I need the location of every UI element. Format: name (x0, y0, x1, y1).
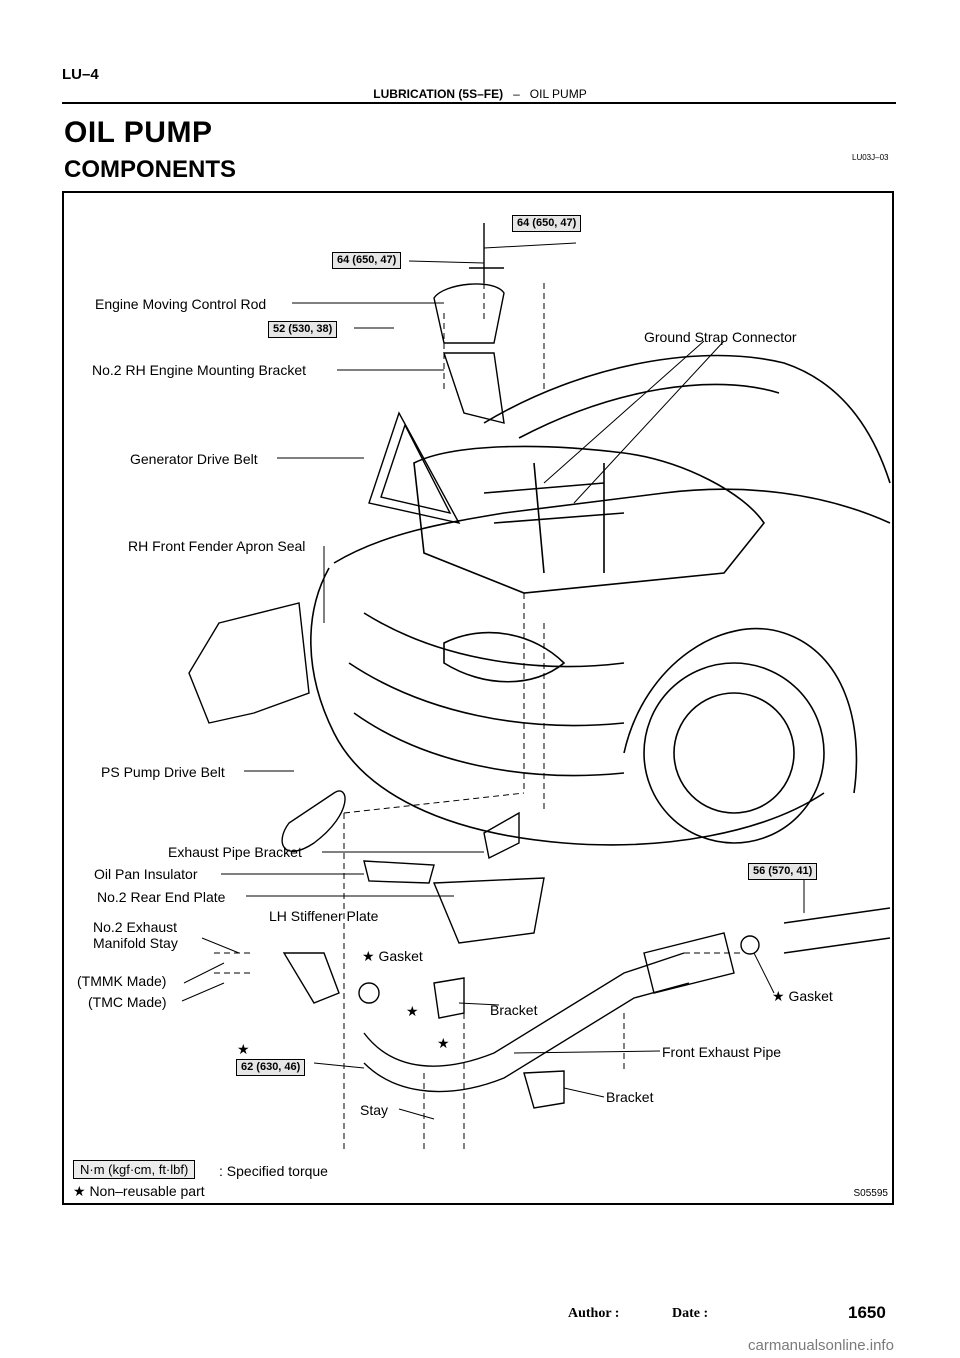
page-code: LU–4 (62, 66, 99, 83)
label-ps-pump-drive-belt: PS Pump Drive Belt (101, 764, 225, 780)
label-no2-rear-end-plate: No.2 Rear End Plate (97, 889, 226, 905)
running-header: LUBRICATION (5S–FE) – OIL PUMP (0, 87, 960, 101)
document-code: LU03J–03 (852, 153, 889, 162)
parts-outlines (188, 223, 891, 1109)
label-stay: Stay (360, 1102, 389, 1118)
label-front-exhaust-pipe: Front Exhaust Pipe (662, 1044, 782, 1060)
label-oil-pan-insulator: Oil Pan Insulator (94, 866, 198, 882)
star-marker: ★ (406, 1003, 419, 1019)
torque-spec: 52 (530, 38) (268, 321, 338, 338)
label-tmmk-made: (TMMK Made) (77, 973, 167, 989)
label-ground-strap-connector: Ground Strap Connector (644, 329, 797, 345)
label-exhaust-pipe-bracket: Exhaust Pipe Bracket (168, 844, 302, 860)
watermark: carmanualsonline.info (748, 1337, 894, 1354)
legend-unit-description: : Specified torque (219, 1163, 328, 1179)
exploded-view-drawing (181, 223, 891, 1153)
header-rule (62, 102, 896, 104)
footer-page-number: 1650 (848, 1303, 886, 1322)
assembly-dash-lines (214, 283, 744, 1153)
torque-spec: 64 (650, 47) (332, 252, 402, 269)
label-bracket-lower: Bracket (606, 1089, 654, 1105)
label-lh-stiffener-plate: LH Stiffener Plate (269, 908, 379, 924)
figure-code: S05595 (853, 1188, 888, 1199)
header-subsection: OIL PUMP (529, 87, 587, 101)
label-no2-exhaust-manifold-stay-line2: Manifold Stay (93, 935, 178, 951)
torque-spec: 64 (650, 47) (512, 215, 582, 232)
components-figure: 64 (650, 47) 64 (650, 47) 52 (530, 38) 5… (62, 191, 894, 1205)
car-body-outline (310, 354, 891, 846)
torque-spec: 56 (570, 41) (748, 863, 818, 880)
label-no2-exhaust-manifold-stay-line1: No.2 Exhaust (93, 919, 178, 935)
label-tmc-made: (TMC Made) (88, 994, 167, 1010)
legend-unit-box: N·m (kgf·cm, ft·lbf) (73, 1160, 196, 1179)
footer-author: Author : (568, 1306, 620, 1321)
page-title: OIL PUMP (64, 116, 213, 149)
label-rh-front-fender-apron-seal: RH Front Fender Apron Seal (128, 538, 306, 554)
torque-spec: 62 (630, 46) (236, 1059, 306, 1076)
label-no2-rh-engine-mounting-bracket: No.2 RH Engine Mounting Bracket (92, 362, 306, 378)
header-section: LUBRICATION (5S–FE) (373, 87, 504, 101)
label-engine-moving-control-rod: Engine Moving Control Rod (95, 296, 267, 312)
footer-date: Date : (672, 1306, 709, 1321)
label-gasket-right: ★ Gasket (772, 988, 833, 1004)
star-marker: ★ (437, 1035, 450, 1051)
star-marker: ★ (237, 1041, 250, 1057)
label-gasket-left: ★ Gasket (362, 948, 423, 964)
legend-non-reusable: ★ Non–reusable part (73, 1183, 205, 1199)
section-title: COMPONENTS (64, 156, 237, 183)
header-separator: – (513, 87, 520, 101)
leader-lines (181, 242, 805, 1120)
label-bracket-upper: Bracket (490, 1002, 538, 1018)
label-generator-drive-belt: Generator Drive Belt (130, 451, 258, 467)
